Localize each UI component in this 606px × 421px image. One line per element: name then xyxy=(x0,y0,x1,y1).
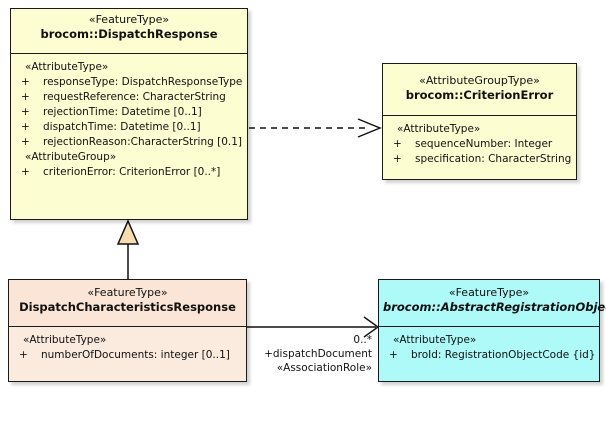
class-box-dispatch-response[interactable]: «FeatureType» brocom::DispatchResponse «… xyxy=(10,8,248,220)
class-name: DispatchCharacteristicsResponse xyxy=(19,300,236,314)
attribute-visibility: + xyxy=(21,121,30,133)
attribute-visibility: + xyxy=(21,166,30,178)
attribute-label: requestReference: CharacterString xyxy=(43,91,226,103)
attribute-row: + rejectionTime: Datetime [0..1] xyxy=(15,105,243,120)
attribute-visibility: + xyxy=(21,91,30,103)
compartment-stereotype: «AttributeType» xyxy=(23,334,107,346)
compartment-stereotype: «AttributeGroup» xyxy=(25,151,117,163)
class-name: brocom::CriterionError xyxy=(405,88,554,102)
dependency-arrowhead xyxy=(357,118,382,138)
attribute-visibility: + xyxy=(393,138,402,150)
attribute-visibility: + xyxy=(21,136,30,148)
class-header-dispatch-characteristics-response: «FeatureType» DispatchCharacteristicsRes… xyxy=(9,280,246,327)
attribute-label: rejectionReason:CharacterString [0.1] xyxy=(43,136,243,148)
class-header-dispatch-response: «FeatureType» brocom::DispatchResponse xyxy=(11,9,247,54)
attribute-row: + rejectionReason:CharacterString [0.1] xyxy=(15,135,243,150)
class-stereotype: «FeatureType» xyxy=(88,13,170,26)
attribute-label: rejectionTime: Datetime [0..1] xyxy=(43,106,202,118)
attribute-row: + requestReference: CharacterString xyxy=(15,90,243,105)
attribute-row: + specification: CharacterString xyxy=(387,152,572,167)
attribute-row: + sequenceNumber: Integer xyxy=(387,137,572,152)
class-stereotype: «FeatureType» xyxy=(448,286,530,299)
attribute-label: numberOfDocuments: integer [0..1] xyxy=(41,349,230,361)
attribute-row: + responseType: DispatchResponseType xyxy=(15,75,243,90)
attribute-row: + dispatchTime: Datetime [0..1] xyxy=(15,120,243,135)
dependency-connector[interactable] xyxy=(249,118,382,138)
association-stereotype-label: «AssociationRole» xyxy=(276,362,372,374)
attribute-visibility: + xyxy=(393,153,402,165)
class-header-abstract-registration-object: «FeatureType» brocom::AbstractRegistrati… xyxy=(379,280,606,327)
class-box-dispatch-characteristics-response[interactable]: «FeatureType» DispatchCharacteristicsRes… xyxy=(8,279,247,382)
class-body-dispatch-response: «AttributeType» + responseType: Dispatch… xyxy=(11,54,247,184)
class-body-criterion-error: «AttributeType» + sequenceNumber: Intege… xyxy=(383,116,576,171)
association-multiplicity-label: 0..* xyxy=(353,334,372,346)
compartment-stereotype: «AttributeType» xyxy=(393,334,477,346)
compartment-stereotype: «AttributeType» xyxy=(397,123,481,135)
attribute-label: dispatchTime: Datetime [0..1] xyxy=(43,121,201,133)
class-header-criterion-error: «AttributeGroupType» brocom::CriterionEr… xyxy=(383,64,576,116)
attribute-visibility: + xyxy=(21,106,30,118)
attribute-row: + criterionError: CriterionError [0..*] xyxy=(15,165,243,180)
generalization-connector[interactable] xyxy=(116,219,140,279)
attribute-row: + broId: RegistrationObjectCode {id} xyxy=(383,348,596,363)
association-role-label: +dispatchDocument xyxy=(264,348,372,360)
attribute-label: responseType: DispatchResponseType xyxy=(43,76,243,88)
attribute-label: sequenceNumber: Integer xyxy=(415,138,553,150)
class-stereotype: «FeatureType» xyxy=(87,286,168,299)
attribute-label: broId: RegistrationObjectCode {id} xyxy=(411,349,596,361)
generalization-triangle-icon xyxy=(116,219,140,245)
attribute-visibility: + xyxy=(389,349,398,361)
attribute-visibility: + xyxy=(19,349,28,361)
class-stereotype: «AttributeGroupType» xyxy=(419,74,540,87)
class-box-abstract-registration-object[interactable]: «FeatureType» brocom::AbstractRegistrati… xyxy=(378,279,606,382)
attribute-label: criterionError: CriterionError [0..*] xyxy=(43,166,221,178)
class-box-criterion-error[interactable]: «AttributeGroupType» brocom::CriterionEr… xyxy=(382,63,577,180)
class-name: brocom::AbstractRegistrationObject xyxy=(383,300,606,314)
class-name: brocom::DispatchResponse xyxy=(40,27,218,41)
attribute-visibility: + xyxy=(21,76,30,88)
attribute-label: specification: CharacterString xyxy=(415,153,572,165)
class-body-dispatch-characteristics-response: «AttributeType» + numberOfDocuments: int… xyxy=(9,327,246,367)
class-body-abstract-registration-object: «AttributeType» + broId: RegistrationObj… xyxy=(379,327,599,367)
compartment-stereotype: «AttributeType» xyxy=(25,61,109,73)
attribute-row: + numberOfDocuments: integer [0..1] xyxy=(13,348,242,363)
